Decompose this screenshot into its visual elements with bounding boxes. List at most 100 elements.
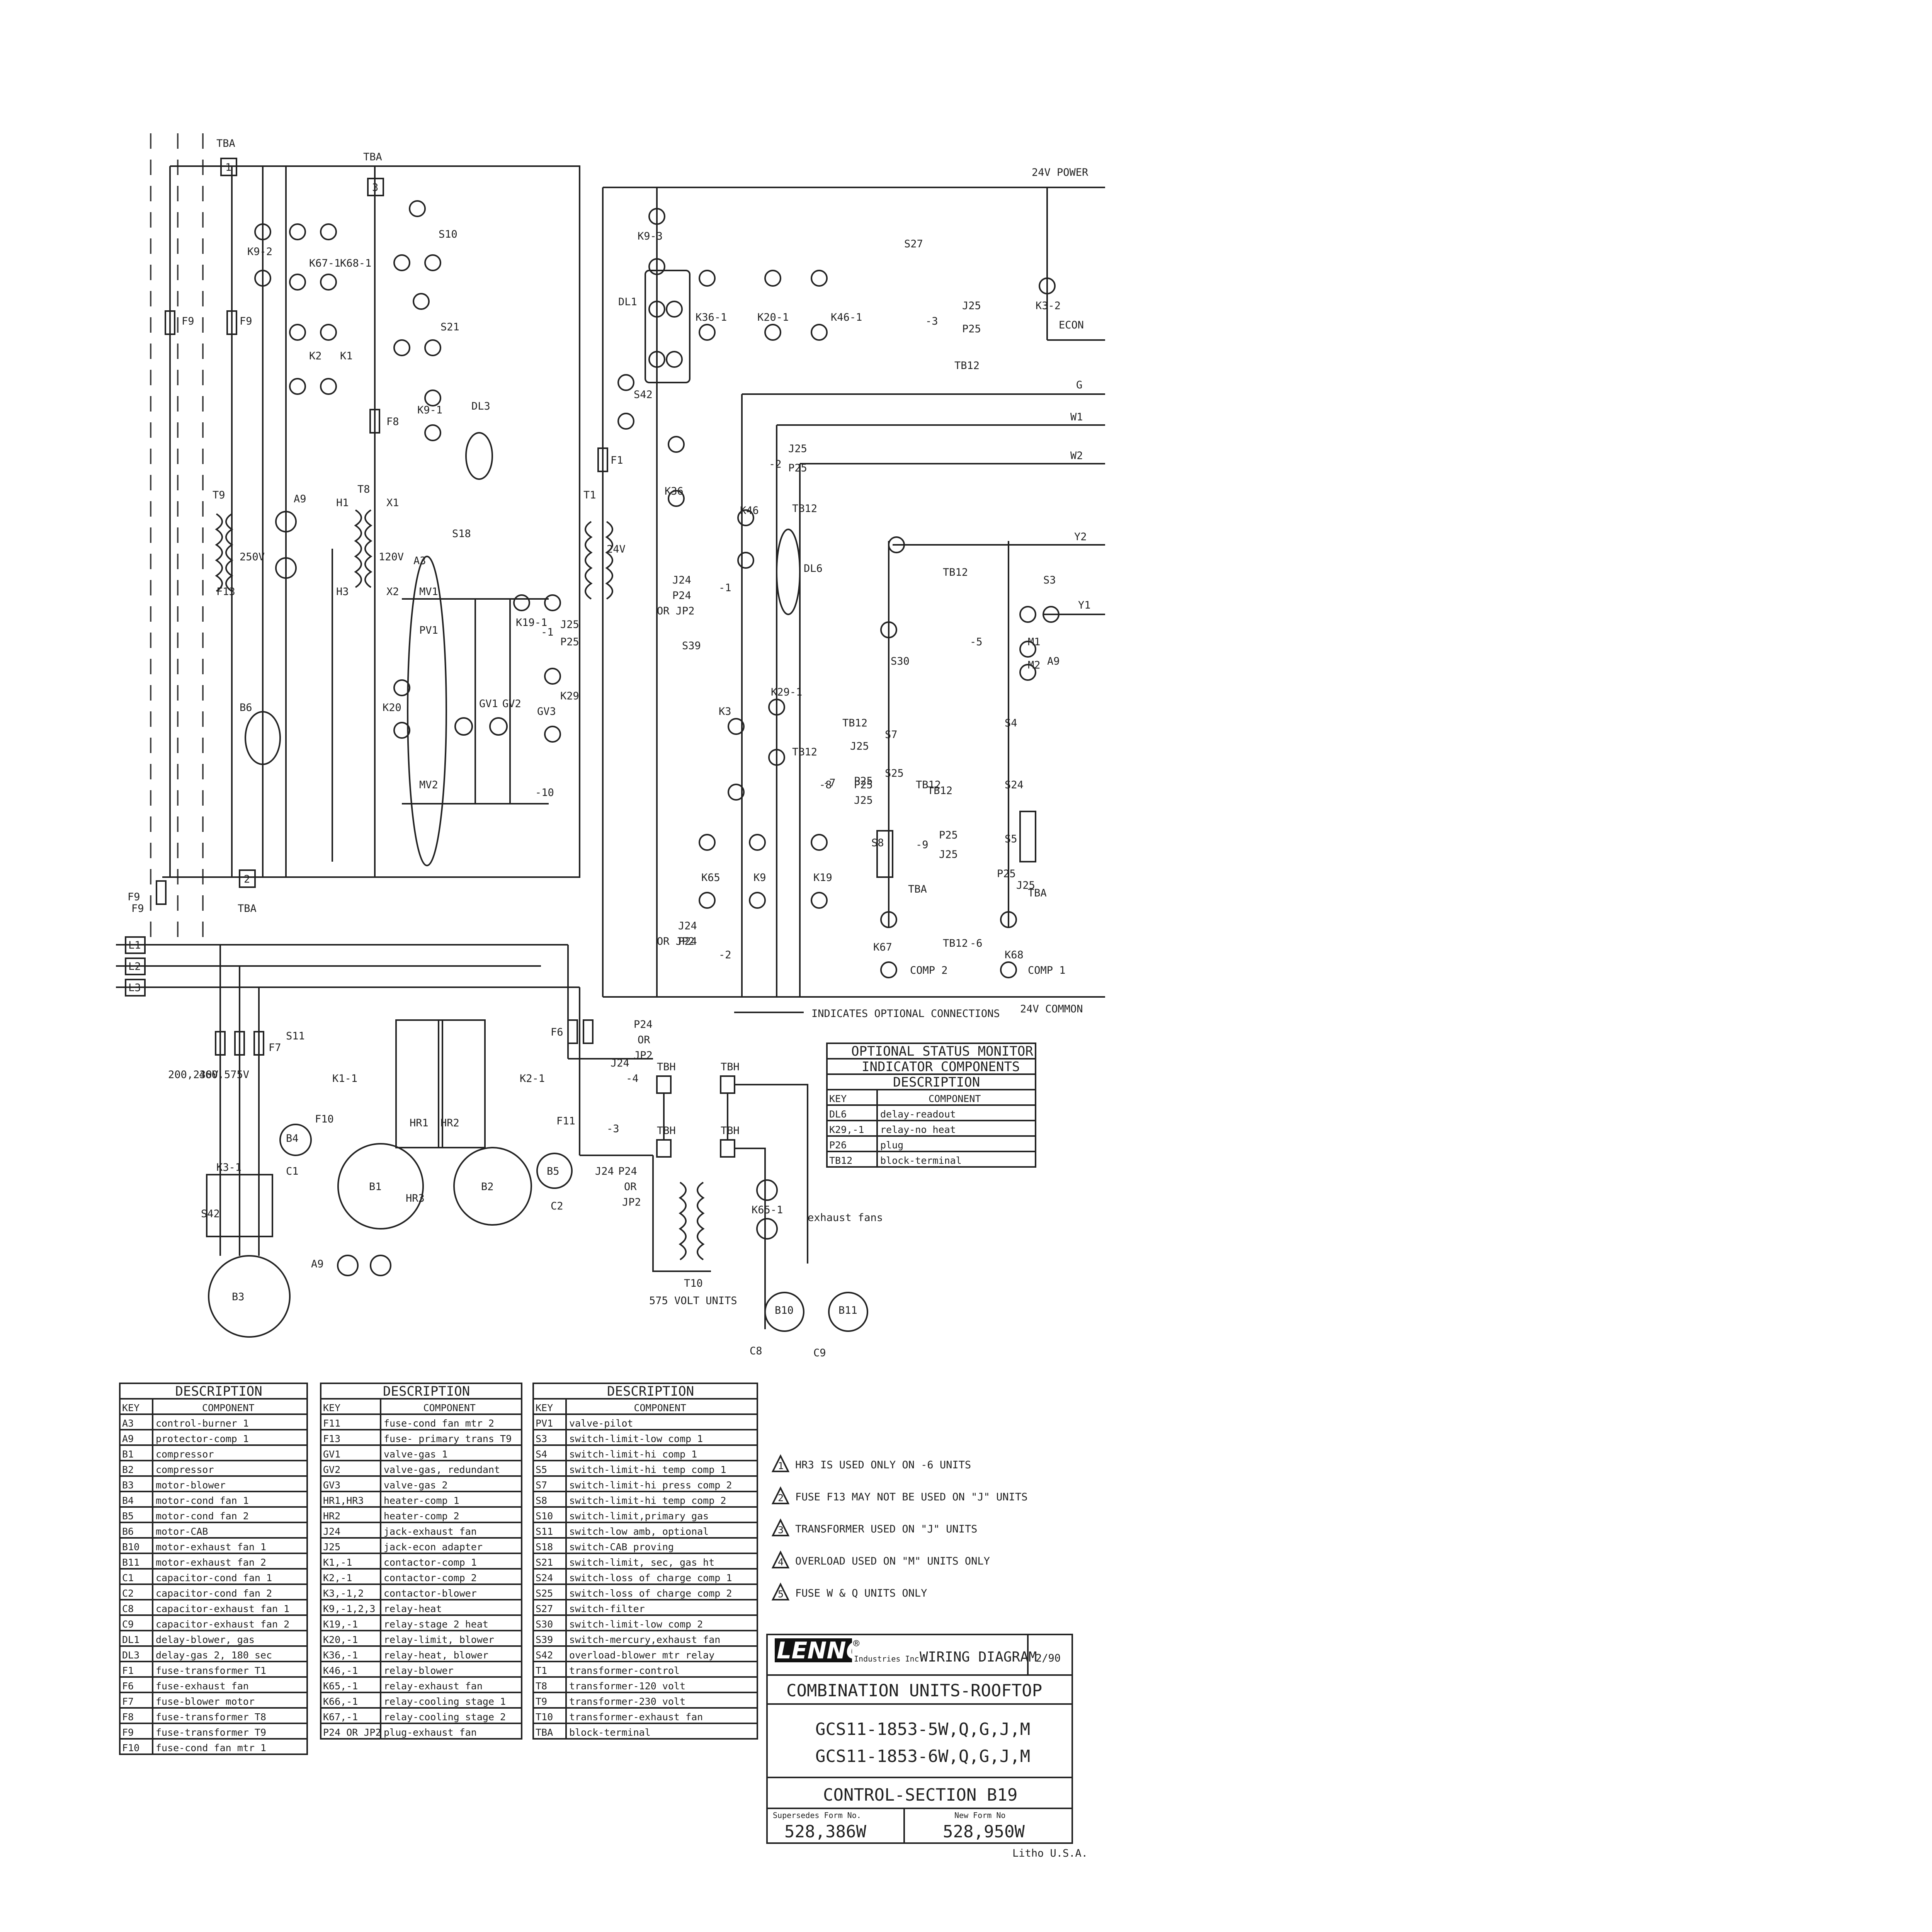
right-label-23: J24	[672, 574, 691, 586]
table-cell-component: relay-limit, blower	[384, 1634, 494, 1645]
left-label-35: K29	[560, 690, 579, 702]
table-cell-component: switch-mercury,exhaust fan	[569, 1634, 720, 1645]
left-label-19: K9-2	[247, 246, 272, 258]
table-cell-key: S24	[536, 1572, 553, 1583]
fuse-f9-c	[156, 880, 167, 905]
left-control-section	[150, 133, 580, 947]
left-label-14: X2	[386, 586, 399, 598]
table-cell-key: C8	[122, 1603, 134, 1614]
table-cell-component: motor-blower	[156, 1480, 226, 1491]
right-label-66: TB12	[943, 937, 968, 949]
table-cell-key: S11	[536, 1526, 553, 1537]
table-cell-key: S42	[536, 1650, 553, 1661]
right-label-18: P25	[788, 462, 807, 474]
tba-terminal-2	[239, 869, 256, 888]
right-label-37: TB12	[916, 779, 941, 791]
left-label-40: -1	[541, 626, 554, 638]
lower-label-6: S11	[286, 1030, 305, 1042]
dl1-delay	[645, 270, 690, 383]
transformer-t1-secondary	[605, 521, 613, 600]
right-label-67: -6	[970, 937, 983, 949]
lower-label-28: JP2	[634, 1049, 653, 1061]
b3-blower-motor	[208, 1255, 291, 1338]
table-cell-key: K67,-1	[323, 1711, 358, 1723]
table-cell-key: S8	[536, 1495, 547, 1506]
table-cell-key: F8	[122, 1711, 134, 1723]
lower-label-45: B11	[838, 1304, 857, 1316]
table-cell-key: A9	[122, 1433, 134, 1444]
left-label-9: T8	[357, 483, 370, 495]
b5-cond-fan-motor-2	[536, 1153, 573, 1189]
left-label-41: -10	[535, 787, 554, 799]
right-label-4: K46-1	[831, 311, 862, 323]
lower-label-16: B3	[232, 1291, 245, 1303]
table-cell-component: overload-blower mtr relay	[569, 1650, 714, 1661]
fuse-f6-a	[567, 1019, 578, 1044]
table-title-2: DESCRIPTION	[893, 1075, 980, 1090]
table-cell-component: switch-limit,primary gas	[569, 1510, 709, 1522]
right-label-38: -8	[819, 779, 832, 791]
rail-y2-label: Y2	[1074, 531, 1087, 543]
lower-label-47: C9	[813, 1347, 826, 1359]
right-label-44: J25	[939, 849, 958, 861]
table-cell-component: transformer-exhaust fan	[569, 1711, 703, 1723]
right-label-53: -2	[719, 949, 731, 961]
lower-label-5: F9	[131, 903, 144, 915]
left-label-5: F9	[128, 891, 140, 903]
b2-compressor	[453, 1147, 532, 1226]
right-label-65: J25	[1016, 879, 1035, 891]
transformer-t10-secondary	[697, 1182, 705, 1260]
lennox-logo-subtitle: Industries Inc.	[854, 1654, 924, 1663]
left-label-39: P25	[560, 636, 579, 648]
table-frame	[532, 1383, 758, 1740]
table-cell-key: K65,-1	[323, 1680, 358, 1692]
table-cell-key: GV2	[323, 1464, 340, 1475]
lower-label-1: L2	[128, 961, 141, 973]
table-cell-component: control-burner 1	[156, 1418, 249, 1429]
left-label-13: X1	[386, 497, 399, 509]
left-label-12: H3	[336, 586, 349, 598]
right-label-51: P24	[678, 935, 697, 947]
left-label-7: T9	[213, 489, 225, 501]
table-cell-key: K19,-1	[323, 1619, 358, 1630]
table-cell-component: switch-limit-low comp 2	[569, 1619, 703, 1630]
table-cell-key: P26	[829, 1139, 847, 1151]
lower-label-20: HR3	[406, 1192, 425, 1204]
table-cell-component: motor-exhaust fan 2	[156, 1557, 266, 1568]
left-label-28: PV1	[419, 624, 438, 636]
note-text: FUSE W & Q UNITS ONLY	[795, 1587, 927, 1599]
lower-label-40: T10	[684, 1277, 703, 1289]
table-cell-key: K20,-1	[323, 1634, 358, 1645]
table-cell-component: relay-no heat	[880, 1124, 956, 1135]
table-cell-component: fuse-transformer T9	[156, 1727, 266, 1738]
table-cell-key: B10	[122, 1541, 139, 1553]
table-cell-component: valve-gas, redundant	[384, 1464, 500, 1475]
right-label-34: S30	[891, 655, 910, 667]
right-label-2: K36-1	[696, 311, 727, 323]
table-cell-component: relay-cooling stage 2	[384, 1711, 506, 1723]
right-label-5: S27	[904, 238, 923, 250]
note-triangle-icon	[771, 1518, 790, 1536]
l3-terminal	[125, 979, 146, 997]
lower-label-11: HR1	[410, 1117, 429, 1129]
table-cell-key: B2	[122, 1464, 134, 1475]
table-cell-component: block-terminal	[569, 1727, 651, 1738]
right-label-60: S4	[1005, 717, 1017, 729]
table-cell-key: T9	[536, 1696, 547, 1707]
hr1-heater	[395, 1019, 443, 1148]
table-cell-key: F6	[122, 1680, 134, 1692]
b10-exhaust-fan-motor	[764, 1292, 804, 1332]
table-cell-key: GV1	[323, 1449, 340, 1460]
lower-label-33: TBH	[657, 1125, 676, 1137]
left-label-22: S10	[439, 228, 457, 240]
table-cell-component: switch-limit-hi temp comp 1	[569, 1464, 726, 1475]
section-title: CONTROL-SECTION B19	[823, 1785, 1017, 1805]
left-label-17: K2	[309, 350, 322, 362]
table-header-key: KEY	[829, 1093, 847, 1104]
right-label-39: J25	[854, 794, 873, 806]
table-cell-key: B4	[122, 1495, 134, 1506]
lower-label-23: B5	[547, 1165, 560, 1177]
table-cell-component: capacitor-exhaust fan 2	[156, 1619, 289, 1630]
right-label-6: J25	[962, 300, 981, 312]
